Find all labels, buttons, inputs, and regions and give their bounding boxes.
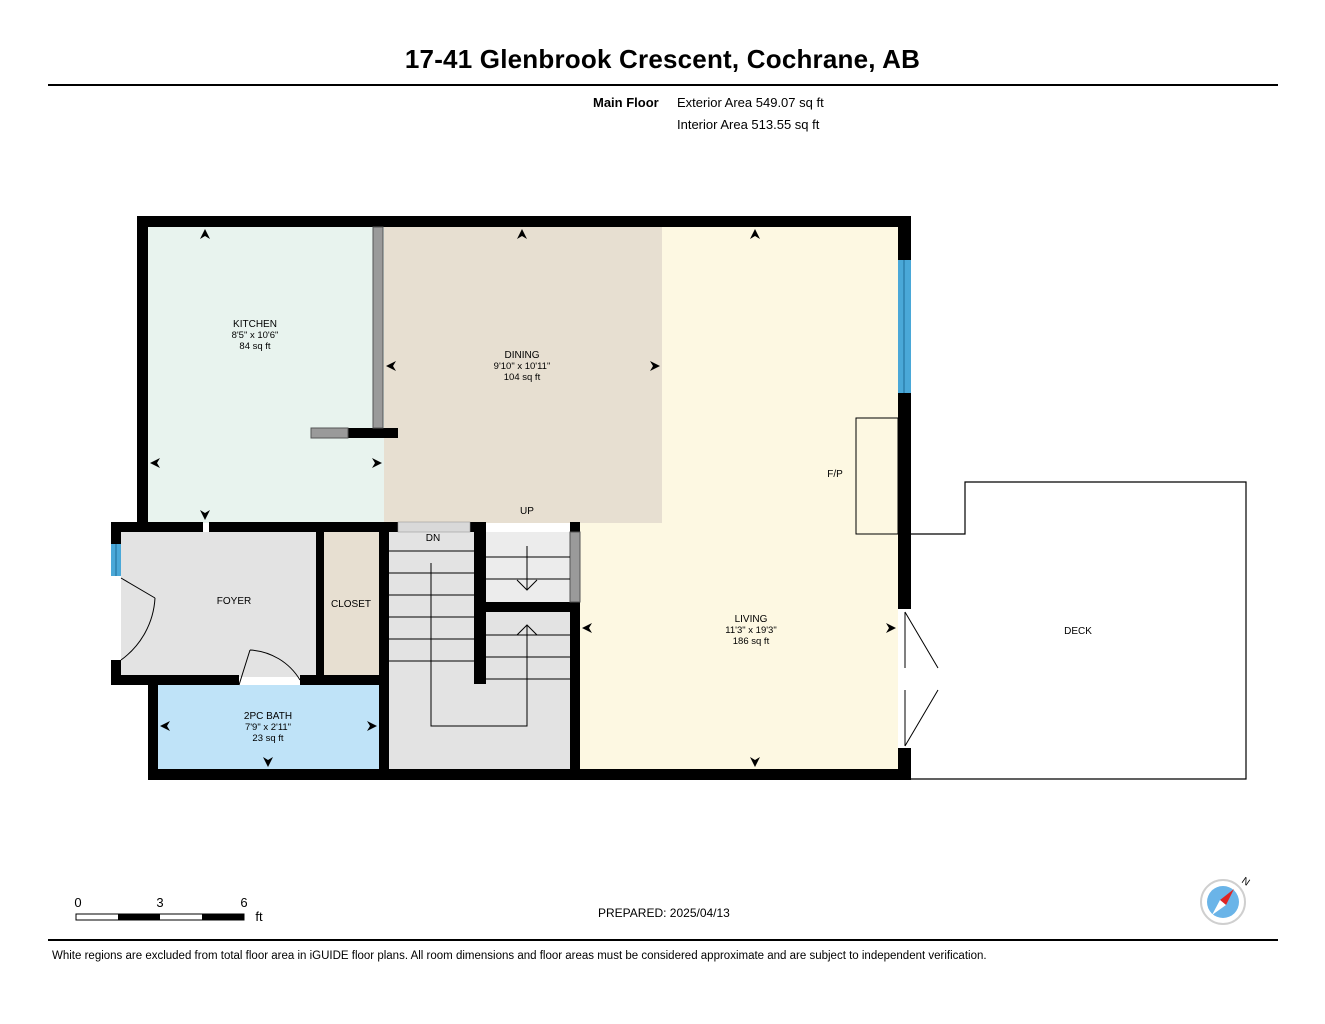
dining-name: DINING [505, 350, 540, 361]
dimension-arrows [150, 229, 896, 767]
fireplace-label: F/P [827, 469, 843, 480]
compass-icon: N [1200, 875, 1252, 925]
kitchen-floor [148, 227, 384, 523]
dining-area: 104 sq ft [504, 372, 541, 383]
fireplace [855, 417, 899, 535]
scale-label-3: 3 [156, 895, 163, 910]
dining-dims: 9'10" x 10'11" [494, 361, 551, 372]
stairs-up-label: UP [520, 506, 534, 517]
foyer-entry-door [120, 577, 156, 661]
kitchen-dims: 8'5" x 10'6" [232, 330, 279, 341]
header-rule [48, 84, 1278, 86]
deck-name: DECK [1064, 626, 1092, 637]
bath-area: 23 sq ft [252, 733, 284, 744]
kitchen-area: 84 sq ft [239, 341, 271, 352]
living-area: 186 sq ft [733, 636, 770, 647]
foyer-name: FOYER [217, 596, 251, 607]
compass-north-label: N [1239, 875, 1251, 888]
stair-path-line [430, 546, 538, 727]
kitchen-name: KITCHEN [233, 319, 277, 330]
prepared-date: PREPARED: 2025/04/13 [598, 906, 730, 920]
bath-name: 2PC BATH [244, 711, 292, 722]
living-dims: 11'3" x 19'3" [725, 625, 776, 636]
footer-rule [48, 939, 1278, 941]
scale-label-0: 0 [74, 895, 81, 910]
stair-up-floor [486, 532, 570, 602]
living-floor-lower [578, 523, 898, 769]
deck-outline [911, 481, 1247, 780]
dining-floor [384, 227, 662, 523]
patio-door-lower [904, 689, 939, 747]
living-name: LIVING [735, 614, 768, 625]
scale-bar: 0 3 6 ft [74, 895, 263, 924]
stairs-down-label: DN [426, 533, 440, 544]
patio-door-upper [904, 611, 939, 669]
page-title: 17-41 Glenbrook Crescent, Cochrane, AB [404, 44, 921, 74]
exterior-area: Exterior Area 549.07 sq ft [677, 95, 824, 110]
disclaimer-text: White regions are excluded from total fl… [52, 950, 987, 962]
interior-area: Interior Area 513.55 sq ft [677, 117, 820, 132]
closet-name: CLOSET [331, 599, 371, 610]
scale-unit: ft [255, 909, 263, 924]
bath-door [238, 649, 301, 686]
doors [120, 532, 939, 747]
stairs-up [486, 556, 570, 680]
floor-name: Main Floor [593, 95, 659, 110]
closet-floor [324, 532, 379, 677]
partial-walls [310, 226, 581, 603]
bath-floor [158, 685, 380, 769]
foyer-floor [121, 532, 316, 677]
scale-label-6: 6 [240, 895, 247, 910]
bath-dims: 7'9" x 2'11" [245, 722, 291, 733]
